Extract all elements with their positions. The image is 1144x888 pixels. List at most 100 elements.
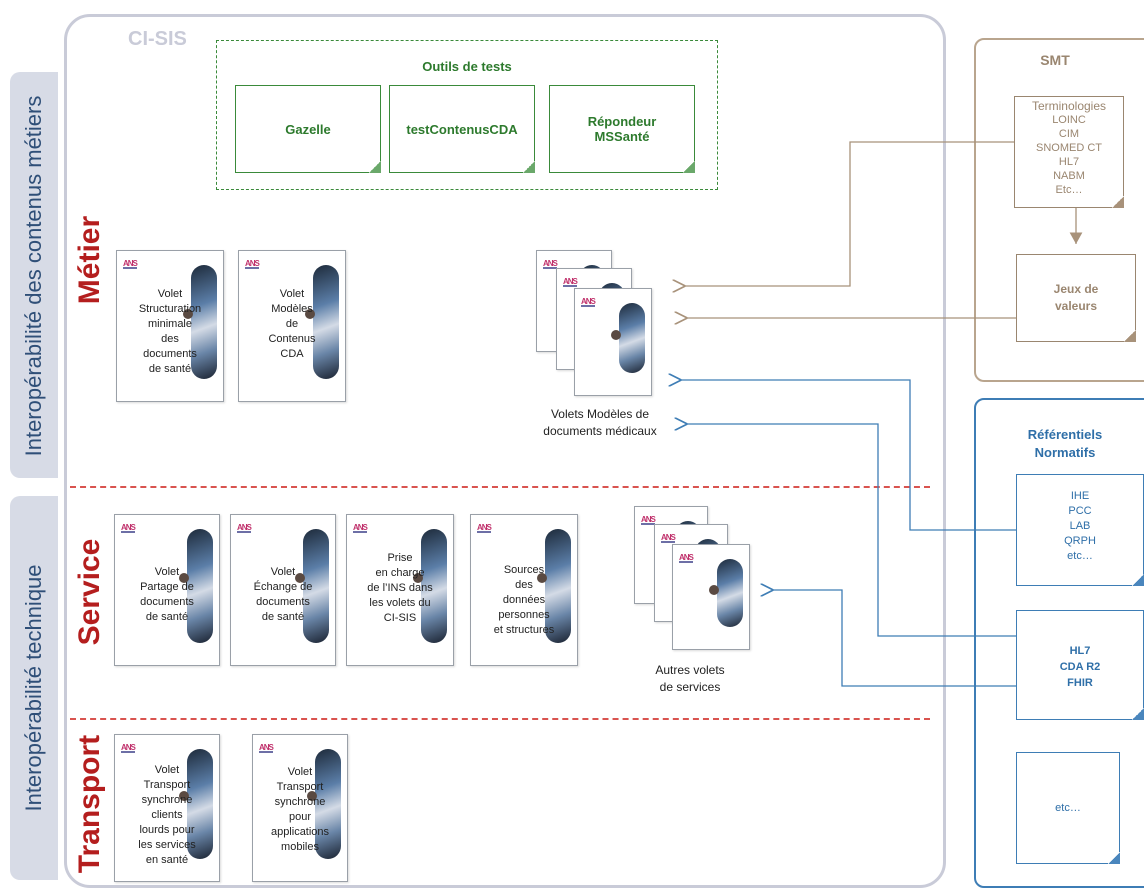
tests-title: Outils de tests <box>422 59 512 74</box>
separator-service-transport <box>70 718 930 720</box>
etc-label: etc… <box>1055 802 1081 814</box>
cover-illustration <box>191 265 217 379</box>
logo-underline <box>641 523 655 525</box>
list-item: CIM <box>1058 128 1080 140</box>
arrow-ihe-to-metier <box>680 380 1016 531</box>
list-item: CDA R2 <box>1059 661 1101 673</box>
list-item: LAB <box>1069 520 1091 532</box>
logo-underline <box>543 267 557 269</box>
list-item: LOINC <box>1052 114 1086 126</box>
cover-illustration <box>545 529 571 643</box>
jeux-de-valeurs-note: Jeux de valeurs <box>1016 254 1136 342</box>
cover-dot <box>179 791 189 802</box>
ans-logo: ANS <box>581 297 596 306</box>
document-card: ANS <box>574 288 652 396</box>
logo-underline <box>259 751 273 753</box>
side-tab-contenus <box>10 72 58 478</box>
document-title: Volet Échange de documents de santé <box>253 566 313 623</box>
etc-note: etc… <box>1016 752 1120 864</box>
list-item: FHIR <box>1067 677 1093 689</box>
list-item: PCC <box>1068 505 1092 517</box>
cover-illustration <box>313 265 339 379</box>
separator-metier-service <box>70 486 930 488</box>
cover-dot <box>183 308 193 319</box>
list-item: etc… <box>1067 550 1093 562</box>
list-item: SNOMED CT <box>1036 142 1102 154</box>
service-stack-caption: Autres volets de services <box>655 663 725 694</box>
ans-logo: ANS <box>259 743 274 752</box>
document-title: Volet Structuration minimale des documen… <box>138 288 202 375</box>
document-card: ANS Prise en charge de l’INS dans les vol… <box>346 514 454 666</box>
document-title: Volet Partage de documents de santé <box>140 566 194 623</box>
tool-repondeur-mssante: Répondeur MSSanté <box>549 85 695 173</box>
logo-underline <box>237 531 251 533</box>
list-item: IHE <box>1070 490 1090 502</box>
logo-underline <box>353 531 367 533</box>
ans-logo: ANS <box>123 259 138 268</box>
ans-logo: ANS <box>237 523 252 532</box>
cover-dot <box>537 572 547 583</box>
logo-underline <box>123 267 137 269</box>
ans-logo: ANS <box>543 259 558 268</box>
cover-dot <box>709 585 719 596</box>
tool-label: Répondeur MSSanté <box>587 114 657 144</box>
ans-logo: ANS <box>641 515 656 524</box>
document-card: ANS Volet Structuration minimale des docu… <box>116 250 224 402</box>
logo-underline <box>121 531 135 533</box>
cover-dot <box>295 572 305 583</box>
logo-underline <box>563 285 577 287</box>
arrow-hl7-to-service <box>772 590 1016 687</box>
cover-dot <box>179 572 189 583</box>
ihe-note: IHE PCC LAB QRPH etc… <box>1016 474 1144 586</box>
logo-underline <box>581 305 595 307</box>
document-card: ANS <box>672 544 750 650</box>
cover-dot <box>307 791 317 802</box>
referentiels-title: Référentiels Normatifs <box>1027 427 1103 460</box>
logo-underline <box>121 751 135 753</box>
jeux-de-valeurs-label: Jeux de valeurs <box>1053 282 1099 313</box>
cover-dot <box>305 308 315 319</box>
cover-dot <box>413 572 423 583</box>
smt-box <box>974 38 1144 382</box>
document-card: ANS Volet Échange de documents de santé <box>230 514 336 666</box>
list-item: Etc… <box>1055 184 1083 196</box>
tool-testcontenuscda: testContenusCDA <box>389 85 535 173</box>
tool-label: testContenusCDA <box>406 121 518 137</box>
ci-sis-title: CI-SIS <box>128 28 187 50</box>
ci-sis-box <box>64 14 946 888</box>
document-title: Volet Transport synchrone pour applicati… <box>270 766 330 853</box>
ans-logo: ANS <box>121 743 136 752</box>
list-item: HL7 <box>1069 645 1091 657</box>
arrow-terminologies-to-metier <box>684 141 1014 286</box>
tool-label: Gazelle <box>285 121 331 137</box>
logo-underline <box>245 267 259 269</box>
document-title: Sources des données personnes et structu… <box>493 564 555 636</box>
document-title: Volet Transport synchrone clients lourds… <box>138 764 196 866</box>
smt-title: SMT <box>1040 52 1070 68</box>
document-card: ANS Volet Transport synchrone clients lou… <box>114 734 220 882</box>
cover-illustration <box>421 529 447 643</box>
ans-logo: ANS <box>121 523 136 532</box>
document-title: Prise en charge de l’INS dans les volets… <box>367 552 433 624</box>
list-item: QRPH <box>1064 535 1096 547</box>
logo-underline <box>477 531 491 533</box>
cover-dot <box>611 330 621 341</box>
note-fold <box>1132 708 1144 720</box>
tests-box: Outils de tests Gazelle testContenusCDA … <box>216 40 718 190</box>
note-fold <box>1108 852 1120 864</box>
document-title: Volet Modèles de Contenus CDA <box>268 288 316 360</box>
list-item: NABM <box>1053 170 1085 182</box>
note-fold <box>1112 196 1124 208</box>
side-tab-technique <box>10 496 58 880</box>
ans-logo: ANS <box>353 523 368 532</box>
cover-illustration <box>187 749 213 859</box>
arrow-hl7-to-metier <box>686 424 1016 637</box>
ans-logo: ANS <box>563 277 578 286</box>
ihe-list: IHE PCC LAB QRPH etc… <box>1017 489 1143 564</box>
